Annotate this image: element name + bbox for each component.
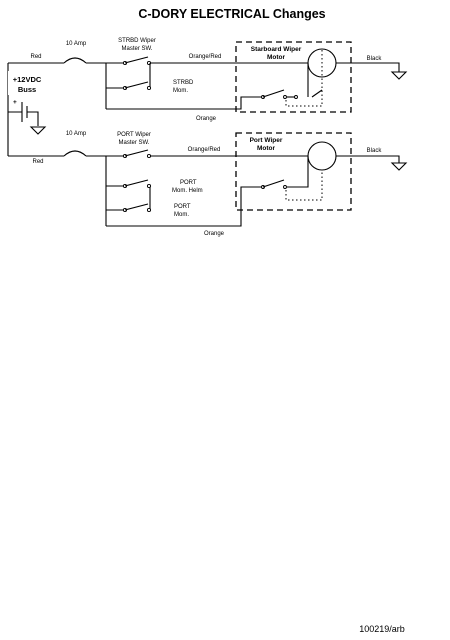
footer-code: 100219/arb [359, 624, 405, 634]
stbd-fuse-icon [63, 57, 87, 64]
buss-ground-symbol [29, 126, 47, 135]
port-orange-wire [106, 186, 262, 227]
port-mom-switch [106, 203, 152, 213]
port-master-switch-label-2: Master SW. [118, 140, 149, 146]
stbd-master-out-wire [149, 62, 308, 88]
buss-label-name: Buss [18, 85, 36, 94]
stbd-fuse-label: 10 Amp [66, 41, 87, 47]
diagram-title: C-DORY ELECTRICAL Changes [138, 7, 325, 21]
port-internal-switch [261, 156, 323, 201]
stbd-wire-red-label: Red [30, 54, 41, 60]
stbd-orange-wire [106, 96, 262, 110]
port-fuse-label: 10 Amp [66, 131, 87, 137]
stbd-wire-black-label: Black [367, 56, 383, 62]
port-motor-title-1: Port Wiper [250, 137, 283, 144]
stbd-master-switch-label-1: STRBD Wiper [118, 38, 156, 44]
stbd-black-wire [336, 62, 400, 72]
port-master-switch-label-1: PORT Wiper [117, 132, 151, 138]
port-wire-red-label: Red [32, 159, 43, 165]
port-helm-switch-label-1: PORT [180, 180, 197, 186]
stbd-master-switch-label-2: Master SW. [121, 46, 152, 52]
port-wire-orange-label: Orange [204, 231, 225, 237]
port-wire-black-label: Black [367, 148, 383, 154]
stbd-wire-orange-red-label: Orange/Red [189, 54, 222, 60]
port-mom-switch-label-2: Mom. [174, 212, 189, 218]
port-master-switch [106, 149, 152, 159]
stbd-mom-switch-label-2: Mom. [173, 88, 188, 94]
port-mom-switch-label-1: PORT [174, 204, 191, 210]
buss-label-voltage: +12VDC [13, 75, 42, 84]
stbd-mom-switch-label-1: STRBD [173, 80, 194, 86]
stbd-internal-switches [261, 63, 323, 107]
port-black-wire [336, 155, 400, 163]
stbd-ground-symbol [390, 71, 408, 80]
port-helm-switch-label-2: Mom. Helm [172, 188, 203, 194]
port-circuit: Red 10 Amp PORT Wiper Master SW. Orange/… [8, 131, 408, 237]
port-motor-box [235, 132, 352, 211]
port-motor-icon [307, 141, 337, 171]
port-wire-orange-red-label: Orange/Red [188, 147, 221, 153]
power-buss: +12VDC Buss + [7, 63, 48, 156]
stbd-mom-switch [106, 81, 152, 91]
port-fuse-icon [63, 150, 87, 157]
stbd-motor-box [235, 41, 352, 113]
stbd-motor-title-1: Starboard Wiper [251, 46, 302, 53]
battery-symbol [8, 102, 39, 126]
battery-plus-sign: + [13, 99, 17, 106]
port-motor-title-2: Motor [257, 145, 276, 152]
stbd-wire-orange-label: Orange [196, 116, 217, 122]
stbd-master-switch [106, 56, 152, 66]
stbd-motor-title-2: Motor [267, 54, 286, 61]
port-ground-symbol [390, 162, 408, 171]
port-helm-switch [106, 179, 152, 189]
starboard-circuit: Red 10 Amp STRBD Wiper Master SW. Orange… [8, 38, 408, 122]
